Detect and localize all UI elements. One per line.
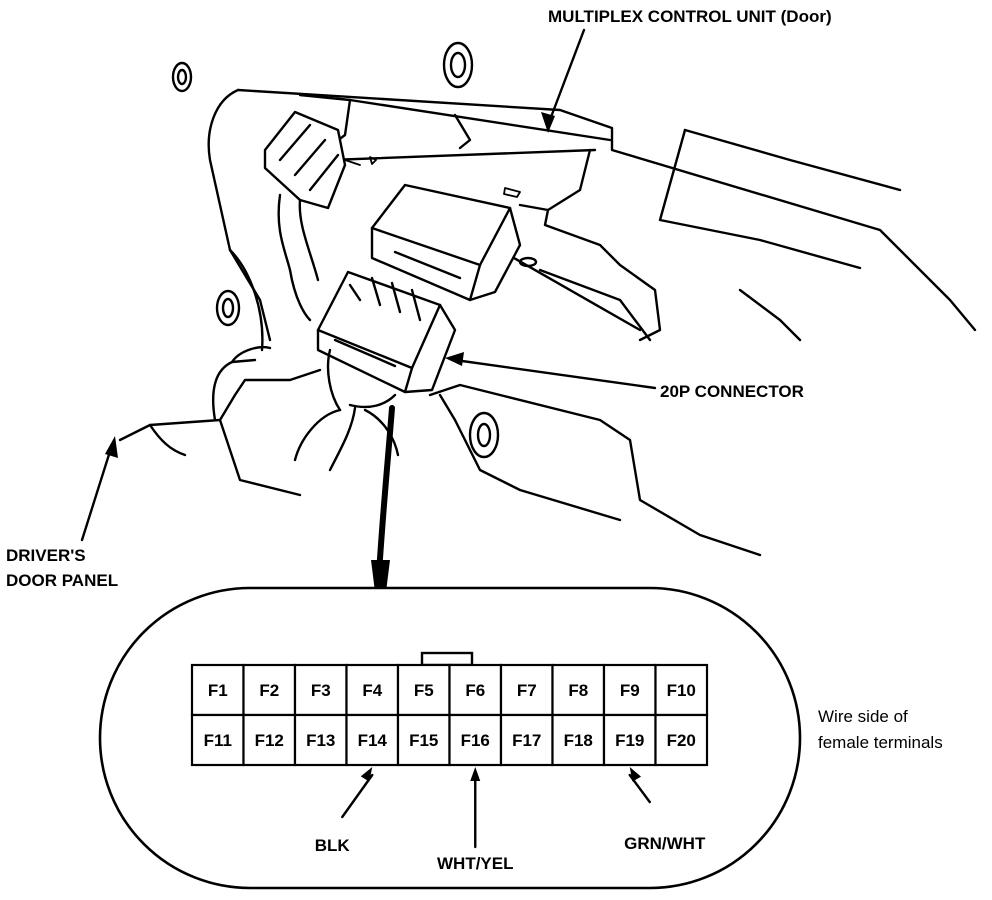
terminal-label-f10: F10 xyxy=(667,681,696,700)
terminal-cell-f10 xyxy=(654,663,709,717)
terminal-label-f1: F1 xyxy=(208,681,228,700)
terminal-label-f19: F19 xyxy=(615,731,644,750)
wire-color-label-f14: BLK xyxy=(315,836,351,855)
terminal-cell-f19 xyxy=(602,713,657,767)
terminal-cell-f14 xyxy=(345,713,400,767)
terminal-label-f3: F3 xyxy=(311,681,331,700)
wire-arrow-f14 xyxy=(341,773,374,819)
terminal-label-f15: F15 xyxy=(409,731,438,750)
terminal-cell-f12 xyxy=(242,713,297,767)
wire-side-label-line1: Wire side of xyxy=(818,707,908,726)
connector-lock-tab xyxy=(420,651,474,667)
terminal-cell-f1 xyxy=(190,663,245,717)
wire-color-label-f19: GRN/WHT xyxy=(624,834,706,853)
connector-label: 20P CONNECTOR xyxy=(660,382,804,401)
terminal-cell-f20 xyxy=(654,713,709,767)
wire-arrowhead-f19 xyxy=(629,767,642,782)
terminal-label-f8: F8 xyxy=(568,681,588,700)
wire-arrowhead-f14 xyxy=(360,767,373,782)
terminal-label-f5: F5 xyxy=(414,681,434,700)
wire-callouts: BLK WHT/YEL GRN/WHT xyxy=(315,767,706,873)
door-panel-label-line2: DOOR PANEL xyxy=(6,571,118,590)
terminal-label-f9: F9 xyxy=(620,681,640,700)
terminal-cell-f13 xyxy=(293,713,348,767)
terminal-label-f2: F2 xyxy=(259,681,279,700)
terminal-label-f17: F17 xyxy=(512,731,541,750)
terminal-cell-f6 xyxy=(448,663,503,717)
door-panel-illustration xyxy=(118,41,977,557)
door-panel-label-line1: DRIVER'S xyxy=(6,546,86,565)
terminal-cell-f4 xyxy=(345,663,400,717)
wire-side-label-line2: female terminals xyxy=(818,733,943,752)
terminal-label-f18: F18 xyxy=(564,731,593,750)
terminal-label-f12: F12 xyxy=(255,731,284,750)
wire-arrowhead-f16 xyxy=(470,767,481,781)
callout-arrows xyxy=(80,28,657,542)
terminal-label-f11: F11 xyxy=(204,731,232,750)
terminal-label-f14: F14 xyxy=(358,731,388,750)
multiplex-unit-label: MULTIPLEX CONTROL UNIT (Door) xyxy=(548,7,832,26)
terminal-label-f13: F13 xyxy=(306,731,335,750)
terminal-cell-f11 xyxy=(190,713,245,767)
wire-color-label-f16: WHT/YEL xyxy=(437,854,514,873)
terminal-label-f6: F6 xyxy=(465,681,485,700)
terminal-cell-f15 xyxy=(396,713,451,767)
terminal-label-f20: F20 xyxy=(667,731,696,750)
terminal-label-f4: F4 xyxy=(362,681,382,700)
terminal-label-f7: F7 xyxy=(517,681,537,700)
terminal-label-f16: F16 xyxy=(461,731,490,750)
